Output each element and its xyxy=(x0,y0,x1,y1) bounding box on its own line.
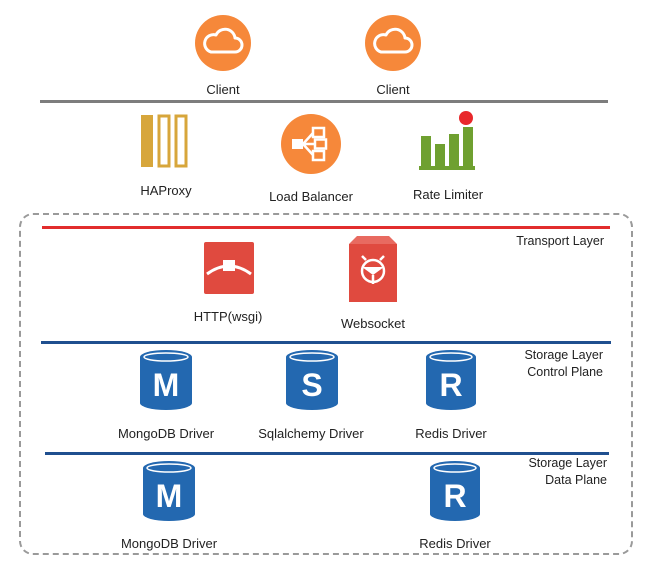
client-icon xyxy=(364,14,422,72)
client-label: Client xyxy=(206,82,240,97)
mongodb-control-icon: M xyxy=(139,349,193,411)
transport-layer-title: Transport Layer xyxy=(516,234,604,248)
transport-layer-line xyxy=(42,226,610,229)
storage-control-line xyxy=(41,341,611,344)
client-label: Client xyxy=(376,82,410,97)
http-icon xyxy=(204,242,254,294)
storage-control-title: Storage Layer Control Plane xyxy=(524,347,603,381)
load-balancer-icon xyxy=(280,113,342,175)
mongodb-data-letter: M xyxy=(156,478,183,514)
redis-control-icon: R xyxy=(425,349,477,411)
client-separator-line xyxy=(40,100,608,103)
sqlalchemy-letter: S xyxy=(301,367,322,403)
storage-data-title: Storage Layer Data Plane xyxy=(528,455,607,489)
redis-control-letter: R xyxy=(439,367,462,403)
sqlalchemy-label: Sqlalchemy Driver xyxy=(258,426,364,441)
redis-data-icon: R xyxy=(429,460,481,522)
backend-boundary xyxy=(19,213,633,555)
redis-data-label: Redis Driver xyxy=(419,536,491,551)
load-balancer-label: Load Balancer xyxy=(269,189,353,204)
storage-control-title-line1: Storage Layer xyxy=(524,348,603,362)
mongodb-data-icon: M xyxy=(142,460,196,522)
rate-limiter-icon xyxy=(418,110,478,172)
http-label: HTTP(wsgi) xyxy=(193,309,263,324)
redis-data-letter: R xyxy=(443,478,466,514)
websocket-label: Websocket xyxy=(340,316,406,331)
rate-limiter-label: Rate Limiter xyxy=(412,187,484,202)
storage-data-title-line2: Data Plane xyxy=(545,473,607,487)
haproxy-icon xyxy=(140,114,192,168)
websocket-icon xyxy=(349,236,397,302)
mongodb-control-label: MongoDB Driver xyxy=(117,426,215,441)
storage-data-title-line1: Storage Layer xyxy=(528,456,607,470)
redis-control-label: Redis Driver xyxy=(415,426,487,441)
mongodb-data-label: MongoDB Driver xyxy=(120,536,218,551)
storage-control-title-line2: Control Plane xyxy=(527,365,603,379)
storage-data-line xyxy=(45,452,609,455)
sqlalchemy-icon: S xyxy=(285,349,339,411)
mongodb-control-letter: M xyxy=(153,367,180,403)
haproxy-label: HAProxy xyxy=(140,183,192,198)
client-icon xyxy=(194,14,252,72)
